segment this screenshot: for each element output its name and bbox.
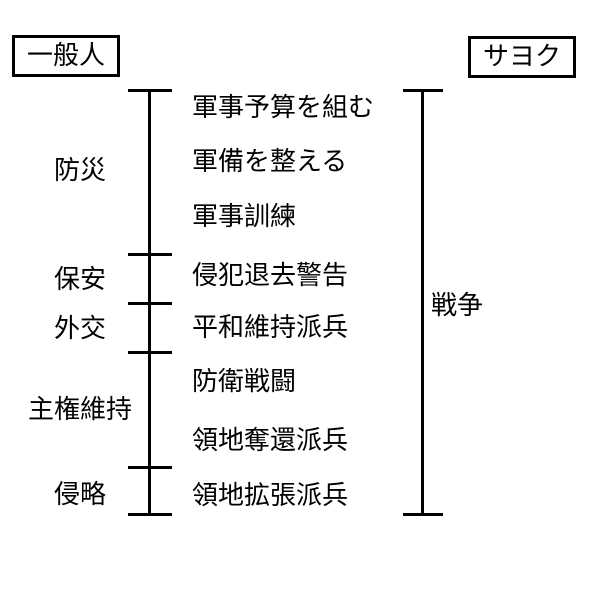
left-tick-2: [128, 253, 172, 256]
left-tick-1: [128, 89, 172, 92]
right-tick-top: [403, 89, 443, 92]
left-actor-box: 一般人: [12, 35, 121, 77]
item-defensive-combat: 防衛戦闘: [192, 367, 297, 397]
left-tick-4: [128, 351, 172, 354]
item-military-budget: 軍事予算を組む: [192, 93, 375, 123]
left-tick-5: [128, 466, 172, 469]
item-intrusion-warning: 侵犯退去警告: [192, 261, 349, 291]
item-peacekeeping-dispatch: 平和維持派兵: [192, 313, 349, 343]
right-axis-label: 戦争: [431, 291, 484, 321]
category-shinryaku: 侵略: [53, 480, 106, 510]
left-tick-3: [128, 302, 172, 305]
item-military-training: 軍事訓練: [192, 202, 297, 232]
item-territory-expansion: 領地拡張派兵: [192, 481, 349, 511]
item-territory-recapture: 領地奪還派兵: [192, 426, 349, 456]
right-actor-box: サヨク: [468, 36, 577, 78]
category-gaikou: 外交: [53, 314, 106, 344]
right-tick-bottom: [403, 513, 443, 516]
item-prepare-armaments: 軍備を整える: [192, 147, 348, 177]
category-shuken-iji: 主権維持: [27, 395, 132, 425]
right-bracket-line: [421, 90, 424, 516]
category-hoan: 保安: [53, 265, 106, 295]
category-bousai: 防災: [53, 156, 106, 186]
left-tick-6: [128, 513, 172, 516]
